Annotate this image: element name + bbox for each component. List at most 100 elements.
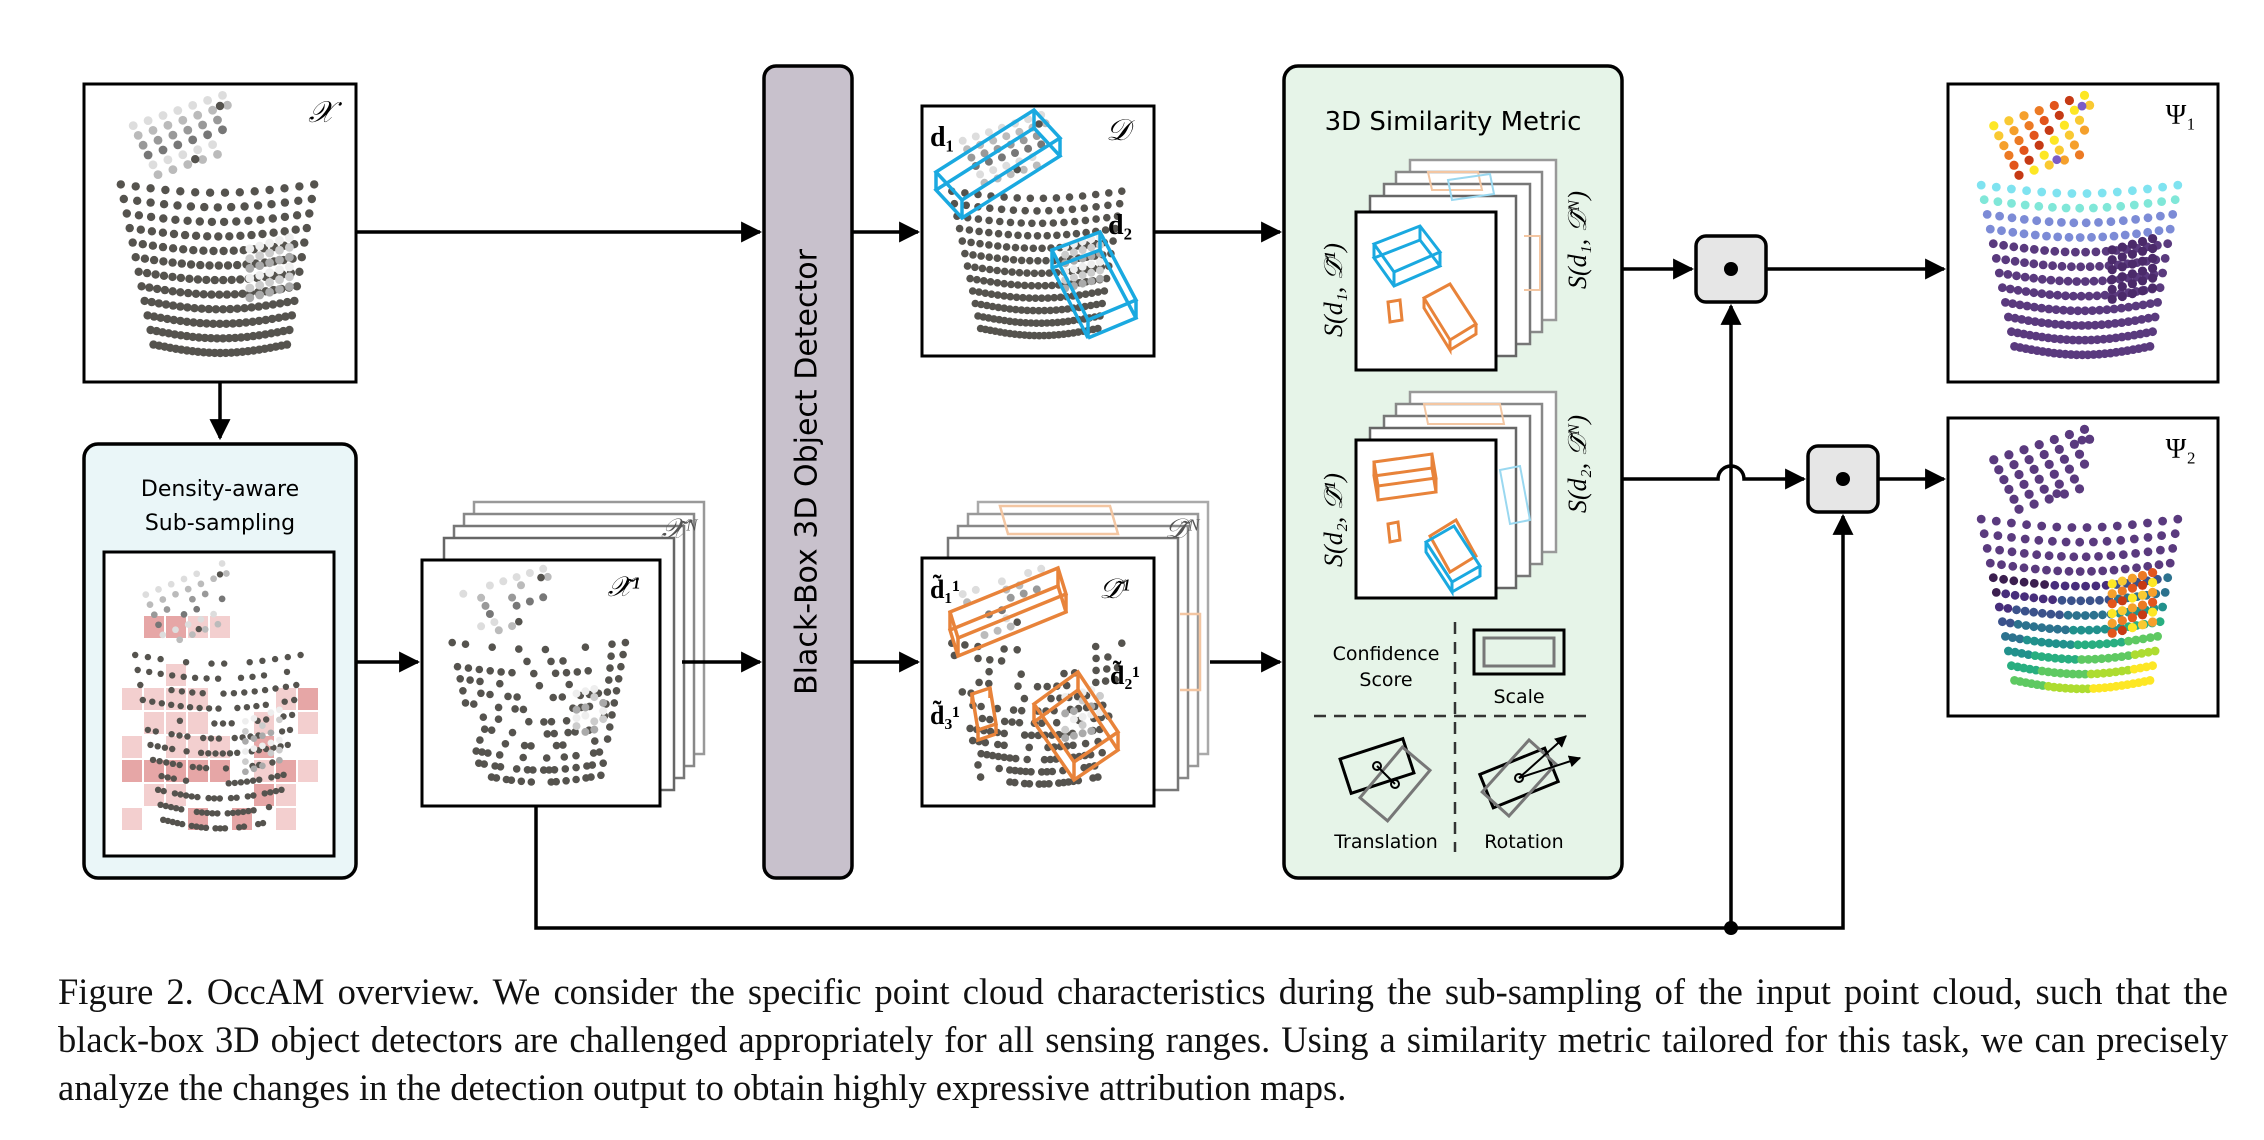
- point: [2024, 316, 2033, 325]
- point: [269, 759, 276, 766]
- point: [2157, 531, 2167, 540]
- point: [2043, 319, 2053, 328]
- point: [227, 275, 236, 285]
- subsampled-input-n-label: 𝒳̃ᴺ: [661, 514, 699, 545]
- point: [183, 303, 192, 312]
- point: [2001, 298, 2010, 307]
- point: [211, 795, 218, 802]
- point: [2147, 617, 2158, 627]
- point: [1061, 734, 1070, 742]
- point: [2160, 588, 2170, 597]
- point: [265, 277, 275, 287]
- point: [1017, 219, 1025, 227]
- point: [997, 657, 1006, 665]
- point: [487, 726, 496, 734]
- point: [978, 264, 987, 273]
- point: [132, 651, 139, 659]
- point: [2089, 610, 2099, 620]
- point: [2132, 563, 2141, 573]
- point: [131, 253, 140, 262]
- point: [291, 696, 298, 704]
- point: [203, 232, 212, 241]
- point: [519, 753, 527, 762]
- point: [1070, 217, 1079, 226]
- point: [1994, 131, 2004, 141]
- point: [189, 318, 198, 327]
- point: [2061, 203, 2071, 213]
- point: [2137, 315, 2147, 324]
- point: [1078, 246, 1087, 254]
- point: [2020, 200, 2030, 210]
- point: [274, 313, 283, 322]
- point: [2064, 429, 2075, 440]
- point: [1979, 195, 1989, 205]
- point: [240, 823, 248, 830]
- point: [281, 312, 290, 321]
- point: [2010, 256, 2020, 266]
- point: [997, 577, 1006, 586]
- point: [1021, 319, 1030, 327]
- point: [539, 564, 548, 573]
- point: [974, 761, 982, 769]
- point: [550, 729, 558, 738]
- point: [153, 170, 163, 180]
- point: [2029, 622, 2039, 632]
- point: [2147, 253, 2158, 264]
- point: [2104, 319, 2113, 329]
- point: [255, 251, 265, 261]
- point: [2030, 651, 2040, 660]
- point: [501, 740, 510, 748]
- point: [215, 319, 224, 328]
- point: [2107, 255, 2117, 265]
- point: [2004, 484, 2014, 495]
- point: [496, 763, 505, 771]
- point: [2100, 290, 2110, 300]
- point: [527, 778, 536, 786]
- point: [170, 775, 177, 782]
- point: [184, 585, 192, 593]
- point: [1002, 161, 1011, 170]
- point: [1038, 244, 1046, 253]
- point: [1017, 306, 1026, 314]
- point: [985, 679, 993, 688]
- point: [233, 794, 240, 801]
- point: [1056, 293, 1065, 302]
- point: [512, 765, 521, 773]
- point: [231, 734, 238, 742]
- point: [1001, 255, 1010, 263]
- point: [453, 662, 462, 671]
- point: [169, 672, 176, 679]
- point: [275, 299, 285, 308]
- point: [2084, 100, 2095, 110]
- point: [2034, 535, 2044, 545]
- point: [2120, 230, 2130, 240]
- point: [2054, 110, 2064, 121]
- psi1-label: Ψ₁: [2166, 100, 2196, 131]
- point: [2075, 567, 2085, 576]
- point: [152, 728, 159, 735]
- point: [212, 825, 219, 832]
- subsampled-detections-stack: 𝒟̃ᴺ 𝒟̃¹ d̃₁¹ d̃₂¹ d̃₃¹: [920, 500, 1210, 808]
- point: [275, 265, 284, 275]
- point: [280, 198, 290, 207]
- point: [2029, 579, 2039, 588]
- point: [549, 693, 557, 702]
- point: [284, 242, 294, 252]
- point: [189, 689, 196, 696]
- point: [2066, 306, 2076, 315]
- point: [2163, 573, 2173, 583]
- point: [275, 275, 284, 285]
- similarity-metric-box: 3D Similarity Metric S(d₁, 𝒟̃¹) S(d₁, 𝒟̃…: [1282, 64, 1624, 880]
- point: [562, 668, 571, 677]
- point: [2076, 596, 2086, 606]
- point: [193, 275, 203, 284]
- point: [1991, 588, 2001, 597]
- point: [1013, 618, 1021, 626]
- point: [540, 718, 548, 726]
- point: [225, 780, 232, 787]
- point: [603, 688, 612, 696]
- point: [254, 302, 263, 311]
- point: [179, 245, 188, 254]
- point: [183, 216, 192, 225]
- point: [1087, 277, 1096, 286]
